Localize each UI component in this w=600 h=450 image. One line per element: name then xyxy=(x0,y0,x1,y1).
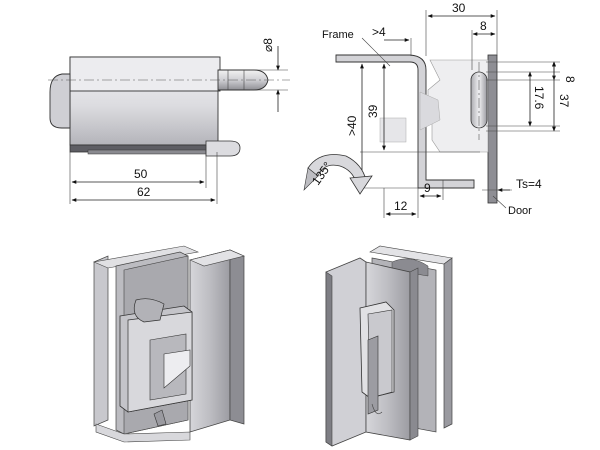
isometric-view-outside xyxy=(92,245,245,443)
rotation-arrow xyxy=(303,154,373,195)
dim-37: 37 xyxy=(557,94,571,108)
section-view: 30 8 >4 8 17.6 37 >40 39 9 12 Ts=4 135° … xyxy=(303,1,577,218)
dim-39: 39 xyxy=(366,104,380,118)
isometric-view-inside xyxy=(325,245,453,447)
dim-30: 30 xyxy=(452,1,466,15)
dim-diameter-8: ⌀8 xyxy=(261,38,275,52)
dim-gt4: >4 xyxy=(372,25,386,39)
dim-8-right: 8 xyxy=(563,76,577,83)
dim-12: 12 xyxy=(394,199,408,213)
side-view: ⌀8 50 62 xyxy=(48,38,290,204)
dim-ts4: Ts=4 xyxy=(516,177,542,191)
dim-gt40: >40 xyxy=(345,115,359,136)
label-door: Door xyxy=(508,205,532,217)
dim-50: 50 xyxy=(134,167,148,181)
frame-profile xyxy=(335,54,475,189)
hinge-end-cap xyxy=(49,73,71,129)
dim-17-6: 17.6 xyxy=(532,86,546,110)
dim-9: 9 xyxy=(424,181,431,195)
dim-8-top: 8 xyxy=(480,19,487,33)
dim-62: 62 xyxy=(137,185,151,199)
label-frame: Frame xyxy=(322,29,354,41)
hinge-ear xyxy=(205,140,241,157)
door-panel xyxy=(487,54,498,204)
hinge-lid xyxy=(69,56,221,92)
